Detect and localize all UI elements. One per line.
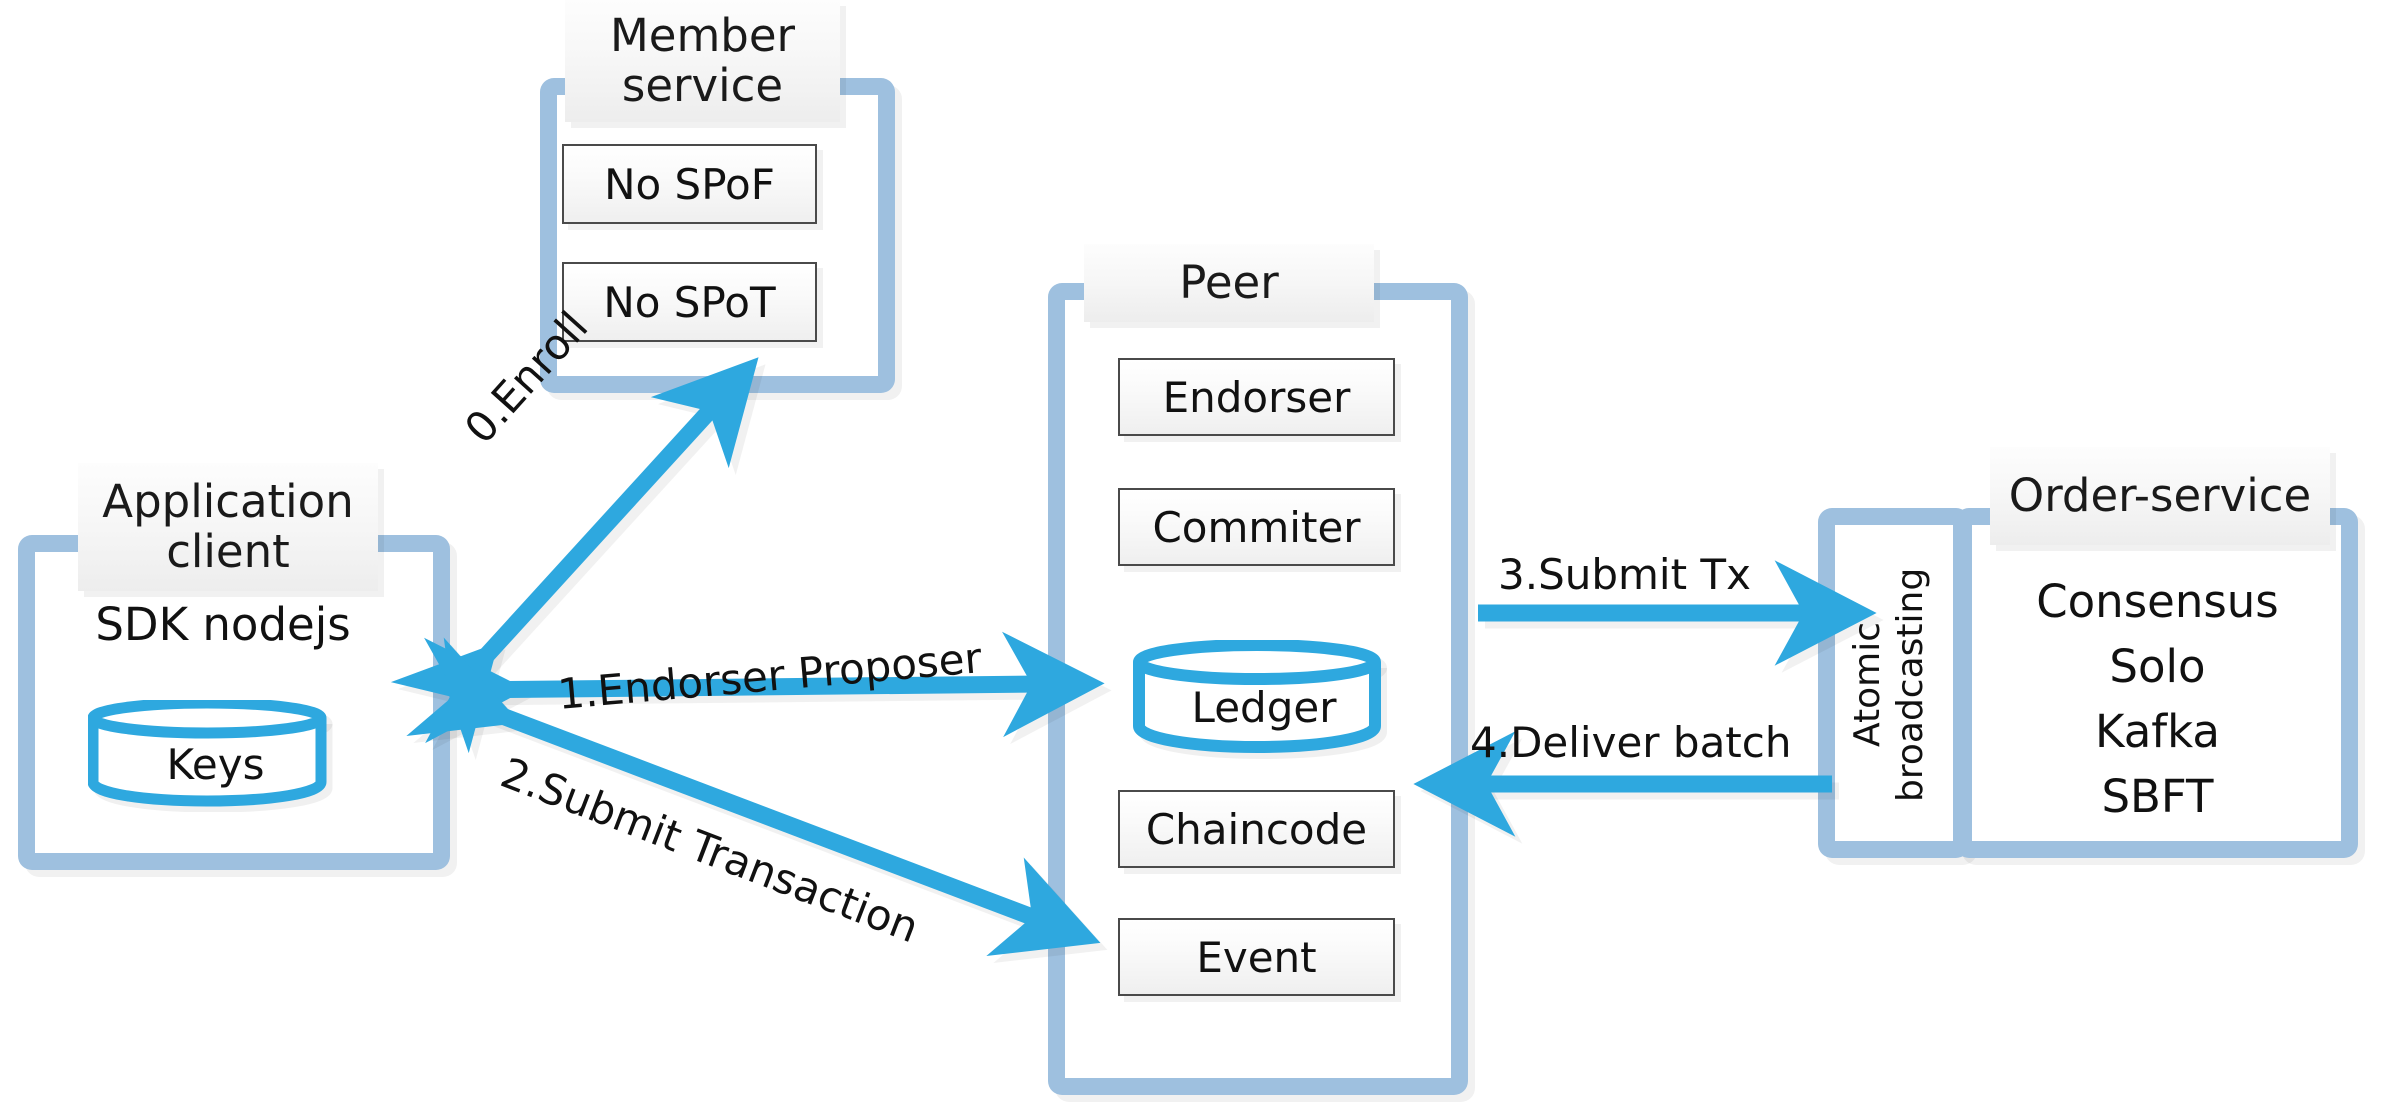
ledger-cylinder-label: Ledger — [1191, 683, 1337, 732]
order-service-item-sbft: SBFT — [2101, 770, 2214, 823]
peer-item-label: Event — [1196, 932, 1317, 982]
application-client-title: Application client — [78, 463, 378, 591]
atomic-broadcasting-label: Atomic broadcasting — [1846, 540, 1941, 830]
application-client-title-line1: Application — [102, 474, 354, 528]
peer-item-event[interactable]: Event — [1118, 918, 1395, 996]
peer-title-label: Peer — [1179, 255, 1279, 309]
arrow-label-submit-transaction: 2.Submit Transaction — [494, 748, 926, 953]
peer-item-label: Endorser — [1162, 372, 1351, 422]
peer-item-commiter[interactable]: Commiter — [1118, 488, 1395, 566]
keys-cylinder-shape — [88, 700, 333, 812]
member-service-item-label: No SPoF — [604, 159, 775, 209]
peer-item-chaincode[interactable]: Chaincode — [1118, 790, 1395, 868]
member-service-item-no-spot[interactable]: No SPoT — [562, 262, 817, 342]
peer-item-endorser[interactable]: Endorser — [1118, 358, 1395, 436]
member-service-item-label: No SPoT — [603, 277, 776, 327]
ledger-cylinder[interactable]: Ledger — [1133, 640, 1395, 765]
order-service-title: Order-service — [1990, 447, 2330, 545]
arrow-label-deliver-batch: 4.Deliver batch — [1470, 718, 1792, 767]
order-service-box[interactable] — [1955, 508, 2358, 858]
peer-title: Peer — [1084, 244, 1374, 322]
member-service-box[interactable] — [540, 78, 895, 393]
member-service-item-no-spof[interactable]: No SPoF — [562, 144, 817, 224]
member-service-title: Member service — [565, 0, 840, 122]
keys-cylinder-label: Keys — [166, 740, 265, 789]
arrow-label-endorser-proposer: 1.Endorser Proposer — [555, 633, 984, 719]
order-service-item-kafka: Kafka — [2095, 705, 2220, 758]
member-service-title-line1: Member — [609, 8, 796, 62]
member-service-title-line2: service — [621, 59, 784, 112]
application-client-subtitle: SDK nodejs — [95, 598, 351, 651]
atomic-broadcasting-line1: Atomic — [1847, 622, 1888, 748]
order-service-item-consensus: Consensus — [2036, 575, 2279, 628]
peer-item-label: Chaincode — [1145, 804, 1368, 854]
atomic-broadcasting-line2: broadcasting — [1890, 567, 1932, 803]
keys-cylinder[interactable]: Keys — [88, 700, 343, 812]
ledger-cylinder-shape — [1133, 640, 1387, 760]
order-service-title-label: Order-service — [2008, 468, 2312, 522]
peer-item-label: Commiter — [1152, 502, 1361, 552]
arrow-label-submit-tx: 3.Submit Tx — [1498, 550, 1751, 599]
order-service-item-solo: Solo — [2109, 640, 2206, 693]
application-client-title-line2: client — [166, 525, 290, 578]
